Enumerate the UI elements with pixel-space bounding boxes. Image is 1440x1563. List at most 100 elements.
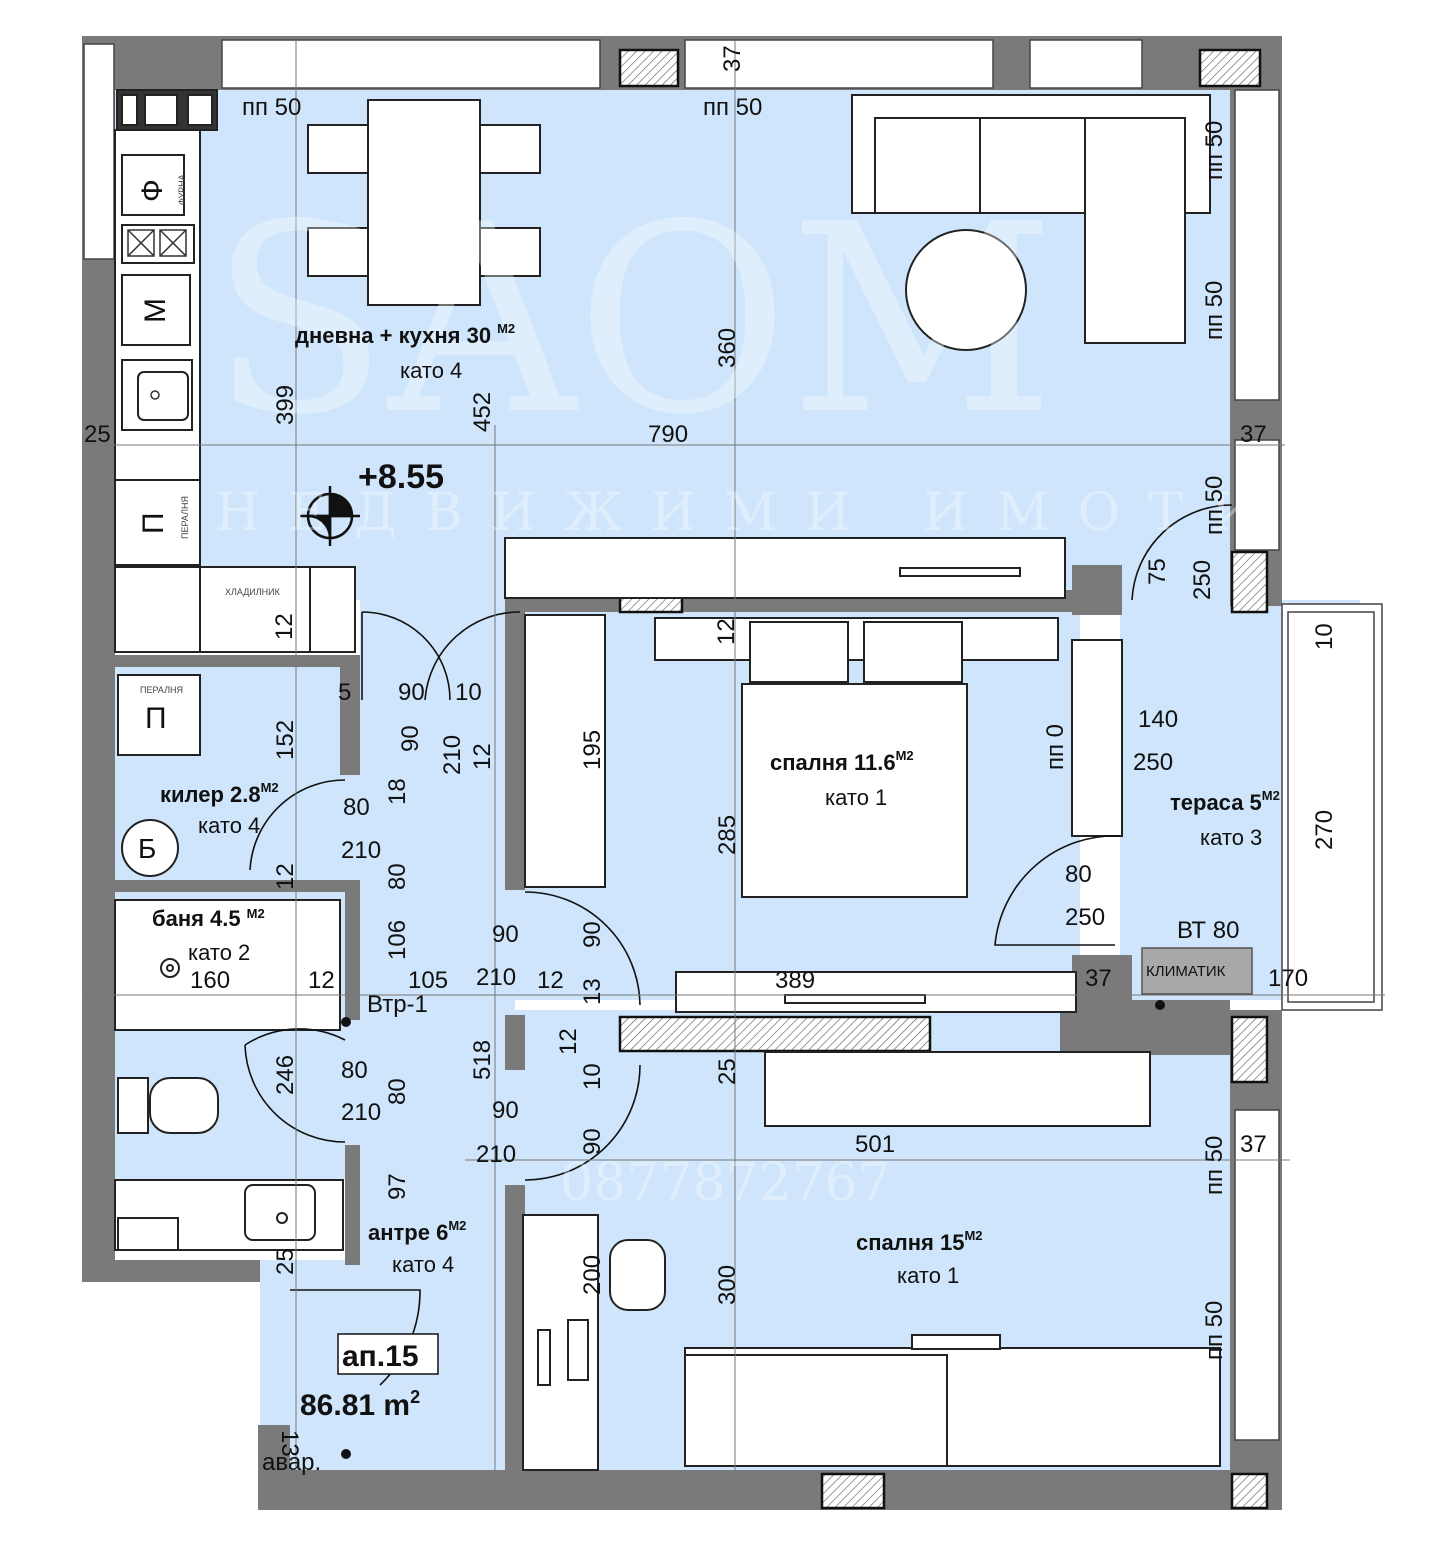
burner-1 [127,229,155,257]
dim-pp50-r1: пп 50 [1201,121,1228,180]
wall-hall-right-lower [505,1185,525,1470]
dim-80-v: 80 [384,863,411,890]
dim-pp50-b: пп 50 [703,94,762,121]
chair-4 [479,227,541,277]
column-bottom-2 [1230,1472,1269,1510]
burner-2-y [159,229,187,257]
dim-152: 152 [272,720,299,760]
window-left-1 [83,43,115,260]
washer-label: ПЕРАЛНЯ [180,496,190,539]
sofa-seat-1 [874,117,981,214]
boiler-letter: Б [138,833,156,864]
terrace-rail-inner [1287,611,1375,1003]
dining-table [367,99,481,306]
window-top-1 [221,39,601,89]
apartment-number: ап.15 [342,1340,419,1373]
kitchen-upper-slot-3 [187,94,213,126]
storage-room-floor: като 4 [198,813,260,838]
door-hall-1 [424,611,521,701]
storage-washer [117,674,201,877]
tv-stand [784,994,926,1004]
storage-room-name: килер 2.8M2 [160,780,279,807]
dim-12-e: 12 [308,967,335,994]
markers [341,1000,1165,1459]
dim-10-a: 10 [455,679,482,706]
windows [83,39,1383,1441]
bedroom2-floor: като 1 [897,1263,959,1288]
living-room-floor: като 4 [400,358,462,383]
bathtub [114,899,341,1031]
dim-12-a: 12 [271,613,298,640]
wall-partition-stub [505,1015,525,1070]
dim-90-a: 90 [398,679,425,706]
avar-label: авар. [262,1449,321,1476]
dim-90-b: 90 [492,921,519,948]
dim-37-r: 37 [1240,421,1267,448]
sofa-chaise [1084,117,1186,344]
dining-set [307,99,541,306]
dim-37-top: 37 [719,45,746,72]
door-terrace-bedroom [994,835,1121,946]
door-bathroom [244,1028,346,1143]
washer-unit [114,479,201,566]
dim-80-c: 80 [341,1057,368,1084]
door-terrace-living [1131,504,1233,601]
tub-drain-icon-inner [166,964,174,972]
dim-195: 195 [579,730,606,770]
door-storage [249,779,346,871]
bath-room-floor: като 2 [188,940,250,965]
window-top-3 [1029,39,1143,89]
washer2-letter: П [145,702,167,735]
kitchen-upper-slot-2 [144,94,178,126]
dim-210-v: 210 [439,735,466,775]
dim-90-d: 90 [492,1097,519,1124]
wardrobe-bedroom2 [764,1051,1151,1127]
bt-marker [1155,1000,1165,1010]
dim-501: 501 [855,1131,895,1158]
dim-75: 75 [1144,558,1171,585]
dim-210-c: 210 [341,1099,381,1126]
terrace-name: тераса 5M2 [1170,788,1280,815]
boiler-circle [121,819,179,877]
dim-518: 518 [469,1040,496,1080]
chair-2 [307,227,369,277]
dim-pp50-r2: пп 50 [1201,281,1228,340]
dim-210-d: 210 [476,1141,516,1168]
dim-12-g: 12 [555,1028,582,1055]
toilet-bowl [149,1077,219,1134]
watermark-logo: SAOM [210,170,1055,472]
dim-10-b: 10 [579,1063,606,1090]
wall-storage-top [115,655,360,667]
cooktop-burners [127,229,187,400]
wall-storage-right [340,655,360,775]
dim-pp50-r3: пп 50 [1201,476,1228,535]
sofa-seat-2 [979,117,1086,214]
dim-80-b: 80 [1065,861,1092,888]
burner-2 [159,229,187,257]
dishwasher-letter: М [139,298,172,323]
dim-250-c: 250 [1065,904,1105,931]
dim-25-c: 25 [272,1248,299,1275]
fridge-unit [114,566,356,653]
wall-left-lower [82,1260,260,1282]
desk-chair [609,1239,666,1311]
bath-appliance [117,1217,179,1251]
tap-icon [150,390,160,400]
dim-106: 106 [384,920,411,960]
lounge-set [851,94,1211,351]
dim-270: 270 [1311,810,1338,850]
washer2-label: ПЕРАЛНЯ [140,685,183,695]
washbasin-tap-icon [276,1212,288,1224]
dim-90-v: 90 [397,725,424,752]
wall-bath-right [345,880,360,1020]
dim-210-b: 210 [476,964,516,991]
coffee-table [905,229,1027,351]
apartment-tag-box [337,1333,439,1375]
dim-10-r: 10 [1311,623,1338,650]
column-top-1 [618,48,680,88]
double-bed [741,683,968,898]
washer-letter: П [137,512,170,534]
dim-80-a: 80 [343,794,370,821]
